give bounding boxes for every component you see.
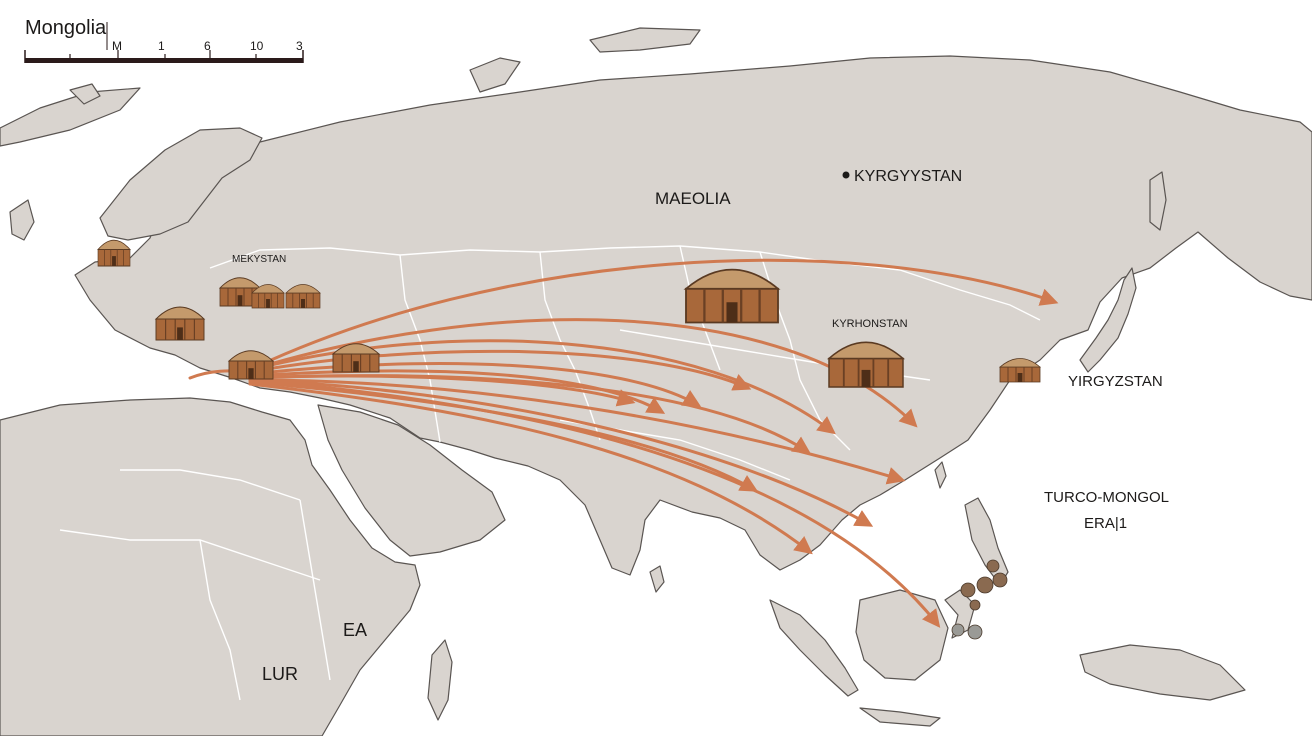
label-erai: ERA|1 xyxy=(1084,515,1127,532)
landmass-arctic-islands xyxy=(589,27,701,53)
label-kyrgyystan: KYRGYYSTAN xyxy=(854,168,962,185)
landmass-srilanka xyxy=(649,565,665,593)
island-cluster xyxy=(951,559,1008,640)
landmass-greenland-edge xyxy=(0,87,141,147)
yurt-icon xyxy=(98,240,130,266)
landmass-japan xyxy=(1079,267,1137,373)
route-4 xyxy=(248,349,752,391)
route-11 xyxy=(248,378,941,628)
landmass-scandinavia xyxy=(99,127,263,241)
landmass-newguinea xyxy=(1079,644,1246,701)
route-5 xyxy=(248,362,702,407)
label-turco-mongol: TURCO-MONGOL xyxy=(1044,489,1169,506)
scale-tick-0: M xyxy=(112,39,122,53)
landmass-java xyxy=(859,707,941,727)
label-maeolia: MAEOLIA xyxy=(655,189,731,208)
map-labels: MAEOLIA KYRGYYSTAN MEKYSTAN KYRHONSTAN Y… xyxy=(232,168,1169,684)
route-10 xyxy=(248,378,874,527)
scale-tick-1: 1 xyxy=(158,39,165,53)
route-12 xyxy=(248,380,759,492)
landmass-novaya-zemlya xyxy=(469,57,521,93)
landmass-borneo xyxy=(855,589,949,681)
label-lur: LUR xyxy=(262,664,298,684)
landmass-iceland xyxy=(69,83,101,105)
scale-tick-3: 10 xyxy=(250,39,264,53)
map-title: Mongolia xyxy=(25,17,107,39)
landmass-britain xyxy=(9,199,35,241)
landmass-sumatra xyxy=(769,599,859,697)
route-8 xyxy=(248,374,811,454)
route-9 xyxy=(248,378,906,485)
dot-marker-icon xyxy=(842,171,850,179)
scale-tick-4: 3 xyxy=(296,39,303,53)
landmass-africa xyxy=(0,397,421,736)
landmass-arabia xyxy=(317,404,506,557)
route-1 xyxy=(243,258,1059,374)
label-ea: EA xyxy=(343,620,367,640)
landmass-taiwan xyxy=(934,461,947,489)
scale-tick-2: 6 xyxy=(204,39,211,53)
label-mekystan: MEKYSTAN xyxy=(232,254,286,265)
landmass-madagascar xyxy=(427,639,453,721)
label-kyrhonstan: KYRHONSTAN xyxy=(832,318,908,330)
label-yirgyzstan: YIRGYZSTAN xyxy=(1068,373,1163,390)
landmass-sakhalin xyxy=(1149,171,1167,231)
scale-bar: M 1 6 10 3 xyxy=(24,22,304,63)
route-13 xyxy=(248,382,813,555)
landmass-philippines xyxy=(964,497,1009,586)
